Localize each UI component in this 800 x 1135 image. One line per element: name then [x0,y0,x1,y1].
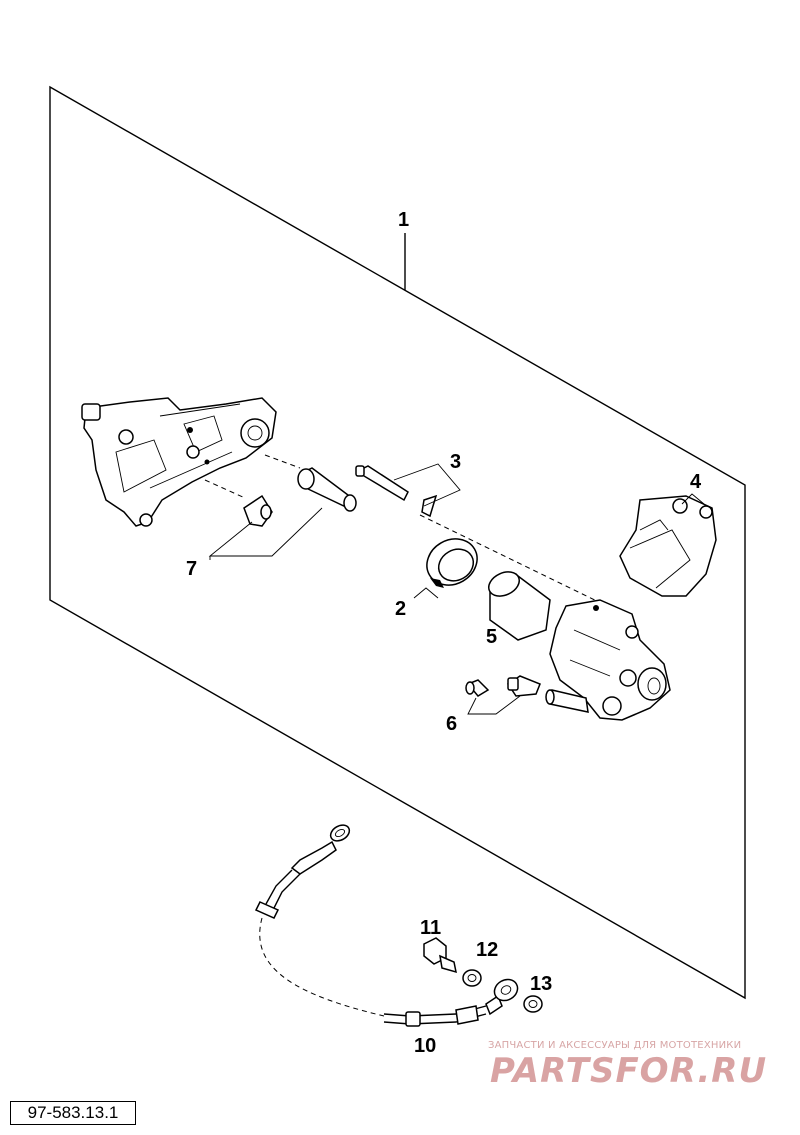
callout-4: 4 [690,471,702,493]
bracket-2 [413,587,439,599]
dash-line-a [264,454,301,469]
part-3-pad-pin [355,465,438,518]
callout-10: 10 [414,1035,436,1057]
bracket-3 [393,463,461,507]
bracket-4 [681,493,705,505]
watermark-logo: PARTSFOR.RU [490,1052,767,1091]
part-10-brake-hose [254,824,519,1027]
callout-12: 12 [476,939,498,961]
callout-5: 5 [486,626,497,648]
bracket-7 [208,507,323,557]
caliper-body [545,599,671,721]
part-11-banjo-bolt [423,937,457,974]
caliper-bracket [81,397,277,527]
part-5-piston [488,571,551,641]
dash-line-b [204,479,246,499]
part-12-washer [462,969,482,987]
part-4-brake-pads [619,495,717,597]
dash-line-c [419,514,606,606]
part-13-washer [523,995,543,1013]
callout-3: 3 [450,451,461,473]
svg-text:PARTSFOR.RU: PARTSFOR.RU [490,1052,767,1091]
assembly-panel [49,85,746,1000]
part-6-bleed-screw [465,675,541,697]
part-2-seal [426,538,478,588]
callout-13: 13 [530,973,552,995]
part-7-boot [243,494,273,527]
bracket-6 [467,695,521,715]
callout-11: 11 [420,917,441,939]
drawing-code-label: 97-583.13.1 [10,1101,136,1125]
callout-2: 2 [395,598,406,620]
callout-1: 1 [398,209,409,231]
callout-6: 6 [446,713,457,735]
part-7-slide-pin [297,467,357,512]
watermark-tagline: ЗАПЧАСТИ И АКСЕССУАРЫ ДЛЯ МОТОТЕХНИКИ [488,1040,742,1051]
callout-7: 7 [186,558,197,580]
